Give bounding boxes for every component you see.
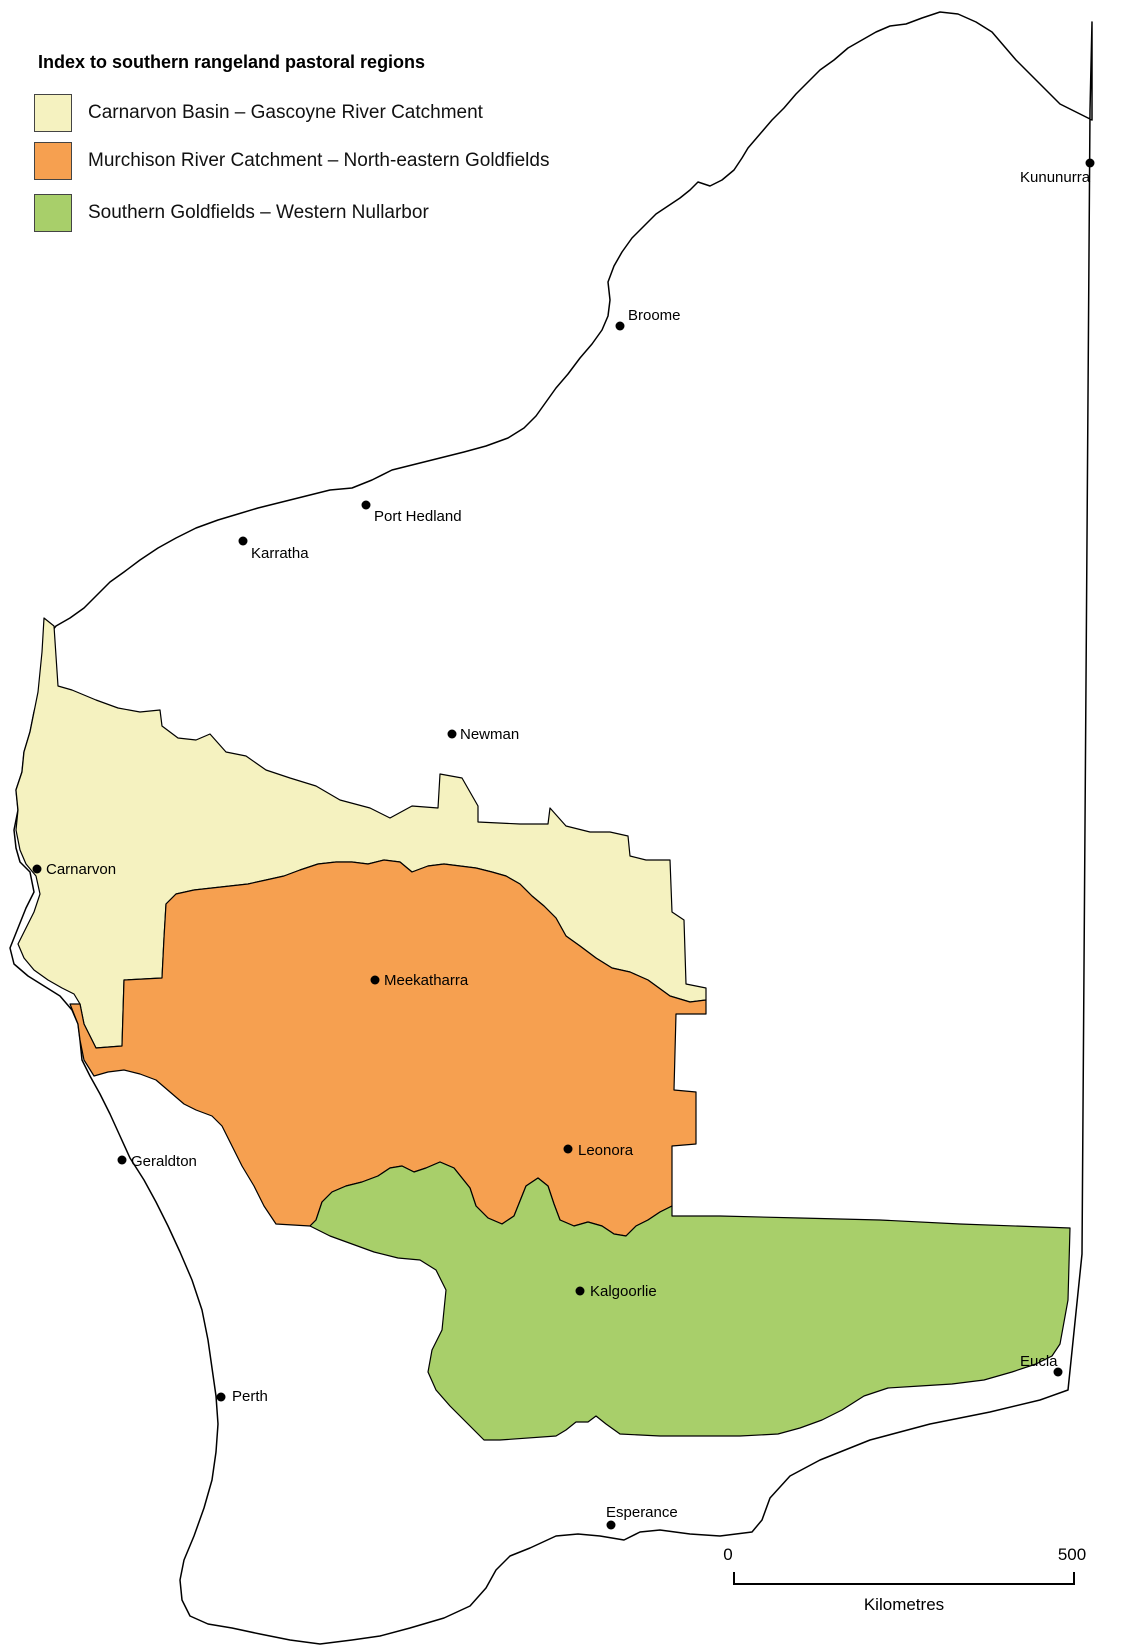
legend-title: Index to southern rangeland pastoral reg… (38, 52, 426, 72)
legend-label: Carnarvon Basin – Gascoyne River Catchme… (88, 102, 483, 123)
town-meekatharra: Meekatharra (370, 972, 469, 989)
legend-label: Murchison River Catchment – North-easter… (88, 150, 550, 171)
town-eucla: Eucla (1020, 1353, 1063, 1377)
legend-swatch (34, 94, 72, 132)
legend-item-southern-goldfields: Southern Goldfields – Western Nullarbor (34, 194, 429, 232)
town-dot (361, 500, 371, 510)
legend-item-carnarvon: Carnarvon Basin – Gascoyne River Catchme… (34, 94, 483, 132)
town-dot (370, 975, 380, 985)
town-dot (447, 729, 457, 739)
scale-bar: 0 500 Kilometres (723, 1545, 1086, 1614)
town-label: Geraldton (131, 1153, 197, 1170)
town-label: Kununurra (1020, 169, 1091, 186)
town-dot (563, 1144, 573, 1154)
town-karratha: Karratha (238, 536, 309, 562)
town-label: Broome (628, 307, 681, 324)
town-newman: Newman (447, 726, 519, 743)
town-geraldton: Geraldton (117, 1153, 197, 1170)
town-dot (575, 1286, 585, 1296)
town-dot (32, 864, 42, 874)
scale-end-label: 500 (1058, 1545, 1086, 1564)
region-southern-goldfields-nullarbor (309, 1161, 1071, 1441)
town-label: Karratha (251, 545, 309, 562)
town-leonora: Leonora (563, 1142, 634, 1159)
town-label: Port Hedland (374, 508, 462, 525)
town-dot (606, 1520, 616, 1530)
town-kununurra: Kununurra (1020, 158, 1095, 186)
town-label: Carnarvon (46, 861, 116, 878)
town-perth: Perth (216, 1388, 268, 1405)
town-dot (1053, 1367, 1063, 1377)
scale-unit-label: Kilometres (864, 1595, 944, 1614)
town-esperance: Esperance (606, 1504, 678, 1530)
town-kalgoorlie: Kalgoorlie (575, 1283, 657, 1300)
town-label: Leonora (578, 1142, 634, 1159)
town-dot (238, 536, 248, 546)
town-carnarvon: Carnarvon (32, 861, 116, 878)
scale-line (733, 1572, 1075, 1585)
town-dot (216, 1392, 226, 1402)
town-port-hedland: Port Hedland (361, 500, 462, 525)
town-dot (1085, 158, 1095, 168)
legend-swatch (34, 194, 72, 232)
town-label: Meekatharra (384, 972, 469, 989)
town-label: Kalgoorlie (590, 1283, 657, 1300)
legend-swatch (34, 142, 72, 180)
town-dot (117, 1155, 127, 1165)
town-dot (615, 321, 625, 331)
town-label: Newman (460, 726, 519, 743)
scale-start-label: 0 (723, 1545, 732, 1564)
town-label: Perth (232, 1388, 268, 1405)
town-label: Esperance (606, 1504, 678, 1521)
legend-label: Southern Goldfields – Western Nullarbor (88, 202, 429, 223)
town-label: Eucla (1020, 1353, 1058, 1370)
legend-item-murchison: Murchison River Catchment – North-easter… (34, 142, 549, 180)
town-broome: Broome (615, 307, 681, 331)
